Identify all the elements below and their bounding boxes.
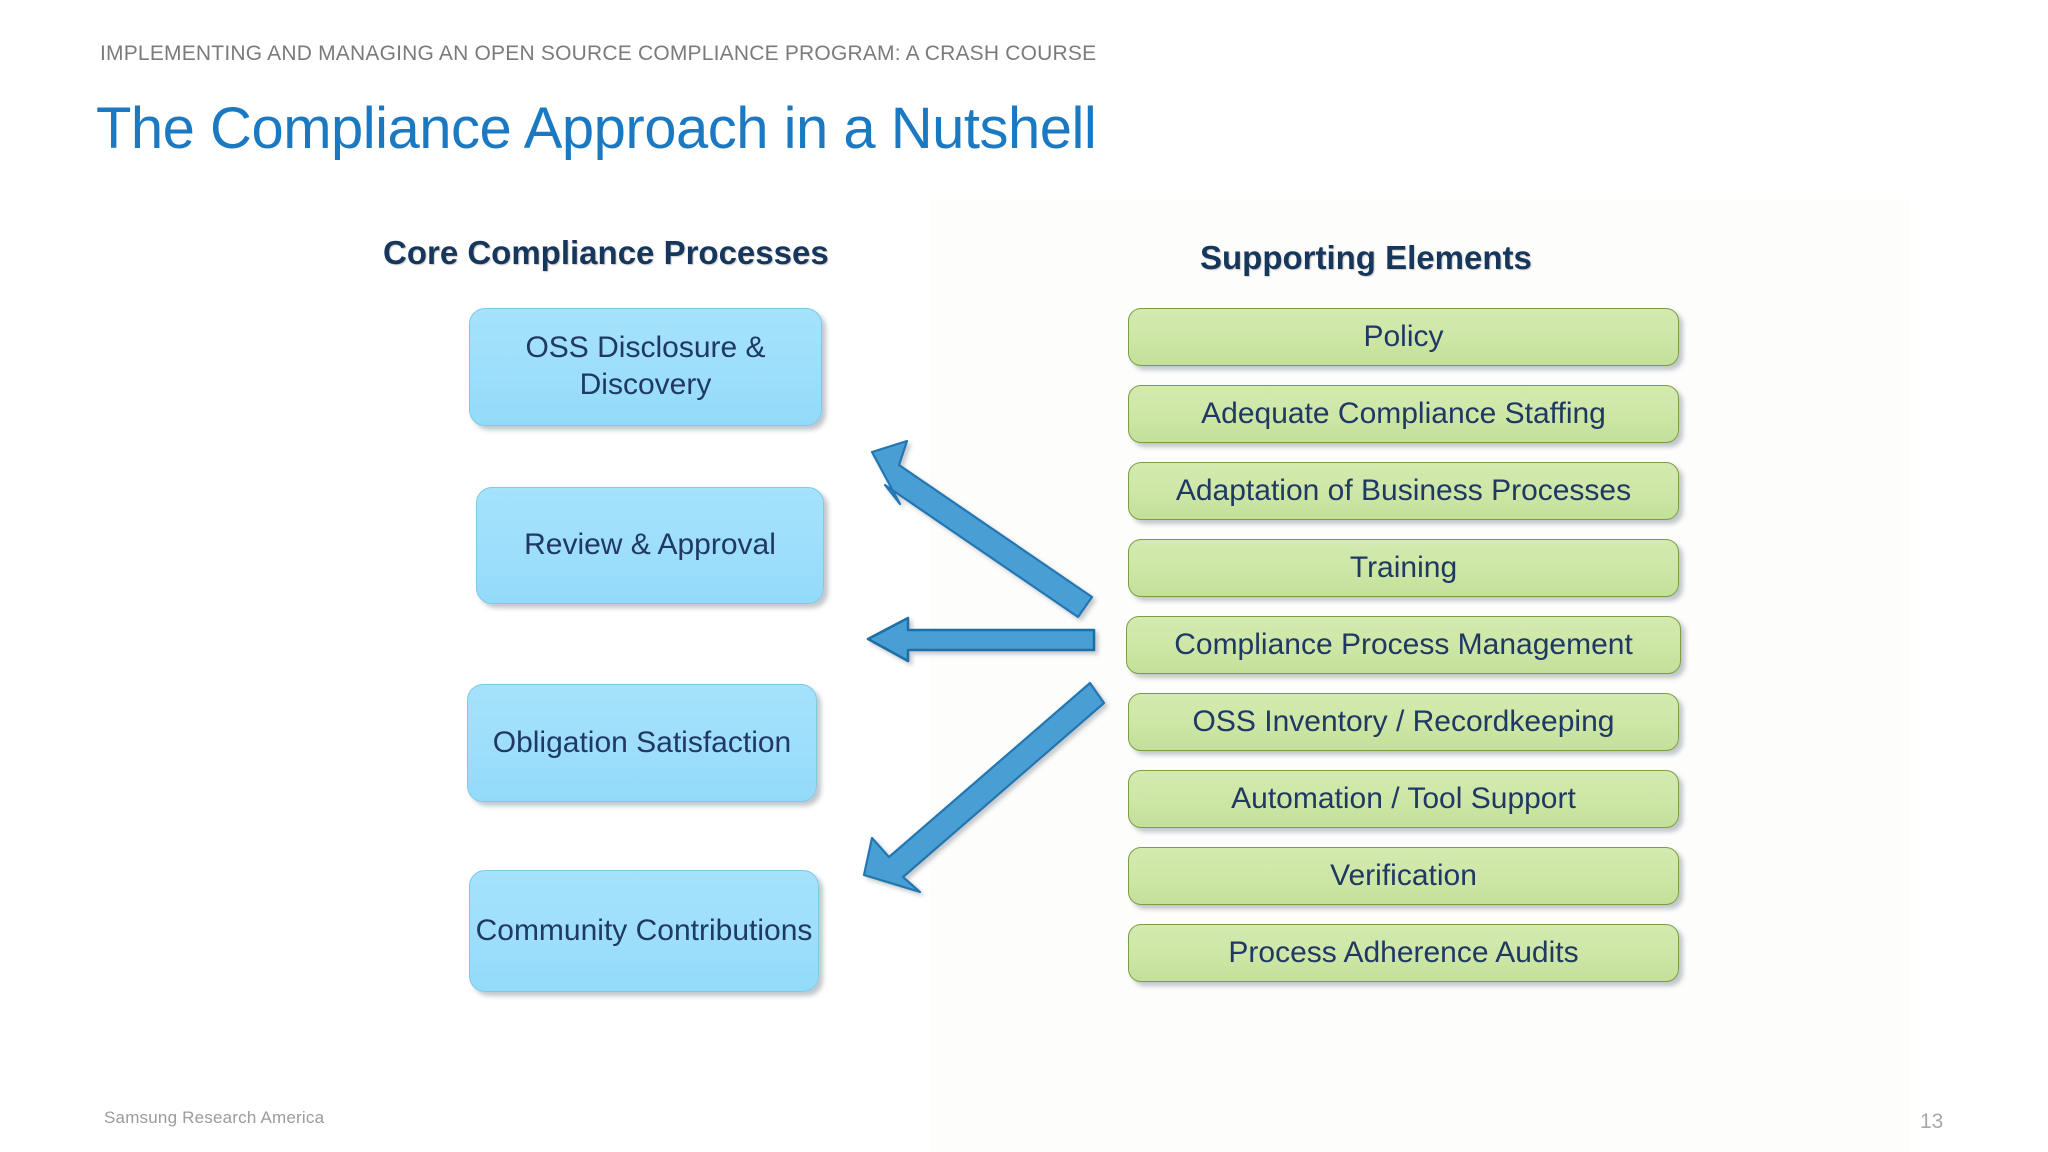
page-title: The Compliance Approach in a Nutshell — [96, 96, 1097, 161]
core-node-obligation-satisfaction[interactable]: Obligation Satisfaction — [467, 684, 817, 802]
core-node-oss-disclosure-discovery[interactable]: OSS Disclosure & Discovery — [469, 308, 822, 426]
supporting-node-policy[interactable]: Policy — [1128, 308, 1679, 366]
supporting-node-adaptation-of-business-processes[interactable]: Adaptation of Business Processes — [1128, 462, 1679, 520]
supporting-node-training[interactable]: Training — [1128, 539, 1679, 597]
supporting-column-heading: Supporting Elements — [1200, 239, 1532, 276]
core-column-heading: Core Compliance Processes — [383, 234, 829, 271]
arrow-left-icon — [866, 616, 1096, 663]
core-node-community-contributions[interactable]: Community Contributions — [469, 870, 819, 992]
core-node-review-approval[interactable]: Review & Approval — [476, 487, 824, 604]
arrow-up-left-icon — [870, 439, 1094, 619]
supporting-node-adequate-compliance-staffing[interactable]: Adequate Compliance Staffing — [1128, 385, 1679, 443]
supporting-node-oss-inventory-recordkeeping[interactable]: OSS Inventory / Recordkeeping — [1128, 693, 1679, 751]
supporting-node-verification[interactable]: Verification — [1128, 847, 1679, 905]
supporting-node-compliance-process-management[interactable]: Compliance Process Management — [1126, 616, 1681, 674]
supporting-node-process-adherence-audits[interactable]: Process Adherence Audits — [1128, 924, 1679, 982]
footer-brand: Samsung Research America — [104, 1108, 325, 1127]
arrow-down-left-icon — [862, 681, 1106, 894]
supporting-node-automation-tool-support[interactable]: Automation / Tool Support — [1128, 770, 1679, 828]
page-number: 13 — [1920, 1110, 1944, 1133]
slide-eyebrow: IMPLEMENTING AND MANAGING AN OPEN SOURCE… — [100, 42, 1097, 65]
